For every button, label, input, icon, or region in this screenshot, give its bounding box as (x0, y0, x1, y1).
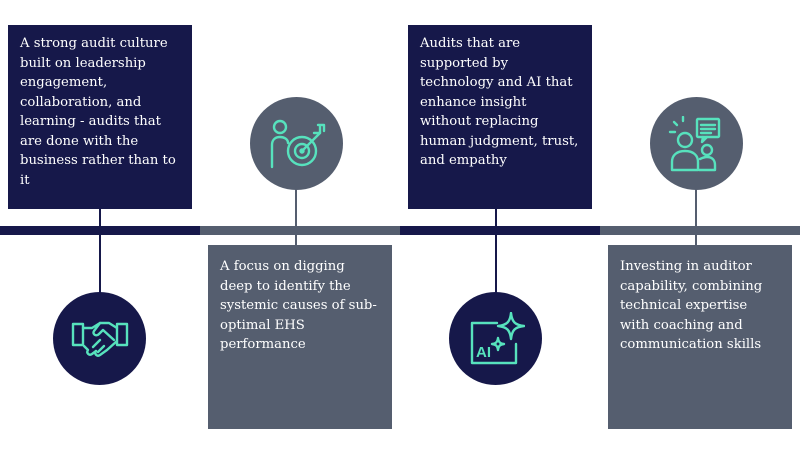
timeline-icon-circle-1 (53, 292, 146, 385)
timeline-segment-2 (200, 226, 400, 235)
connector-4 (695, 189, 697, 245)
handshake-icon (71, 321, 128, 357)
timeline-segment-4 (600, 226, 800, 235)
timeline-card-1: A strong audit culture built on leadersh… (8, 25, 192, 209)
timeline-card-4: Investing in auditor capability, combini… (608, 245, 792, 429)
connector-2 (295, 189, 297, 245)
timeline-icon-circle-3: AI (449, 292, 542, 385)
ai-label: AI (476, 344, 491, 361)
connector-3 (495, 209, 497, 295)
timeline-segment-3 (400, 226, 600, 235)
person-target-icon (270, 119, 325, 168)
timeline-card-3-text: Audits that are supported by technology … (420, 36, 579, 168)
timeline-card-3: Audits that are supported by technology … (408, 25, 592, 209)
timeline-card-2: A focus on digging deep to identify the … (208, 245, 392, 429)
timeline-icon-circle-2 (250, 97, 343, 190)
timeline-card-4-text: Investing in auditor capability, combini… (620, 259, 763, 352)
timeline-card-1-text: A strong audit culture built on leadersh… (20, 36, 176, 188)
people-presentation-icon (668, 115, 720, 171)
connector-1 (99, 209, 101, 295)
timeline-card-2-text: A focus on digging deep to identify the … (220, 259, 377, 352)
ai-sparkle-icon: AI (470, 311, 525, 364)
timeline-icon-circle-4 (650, 97, 743, 190)
